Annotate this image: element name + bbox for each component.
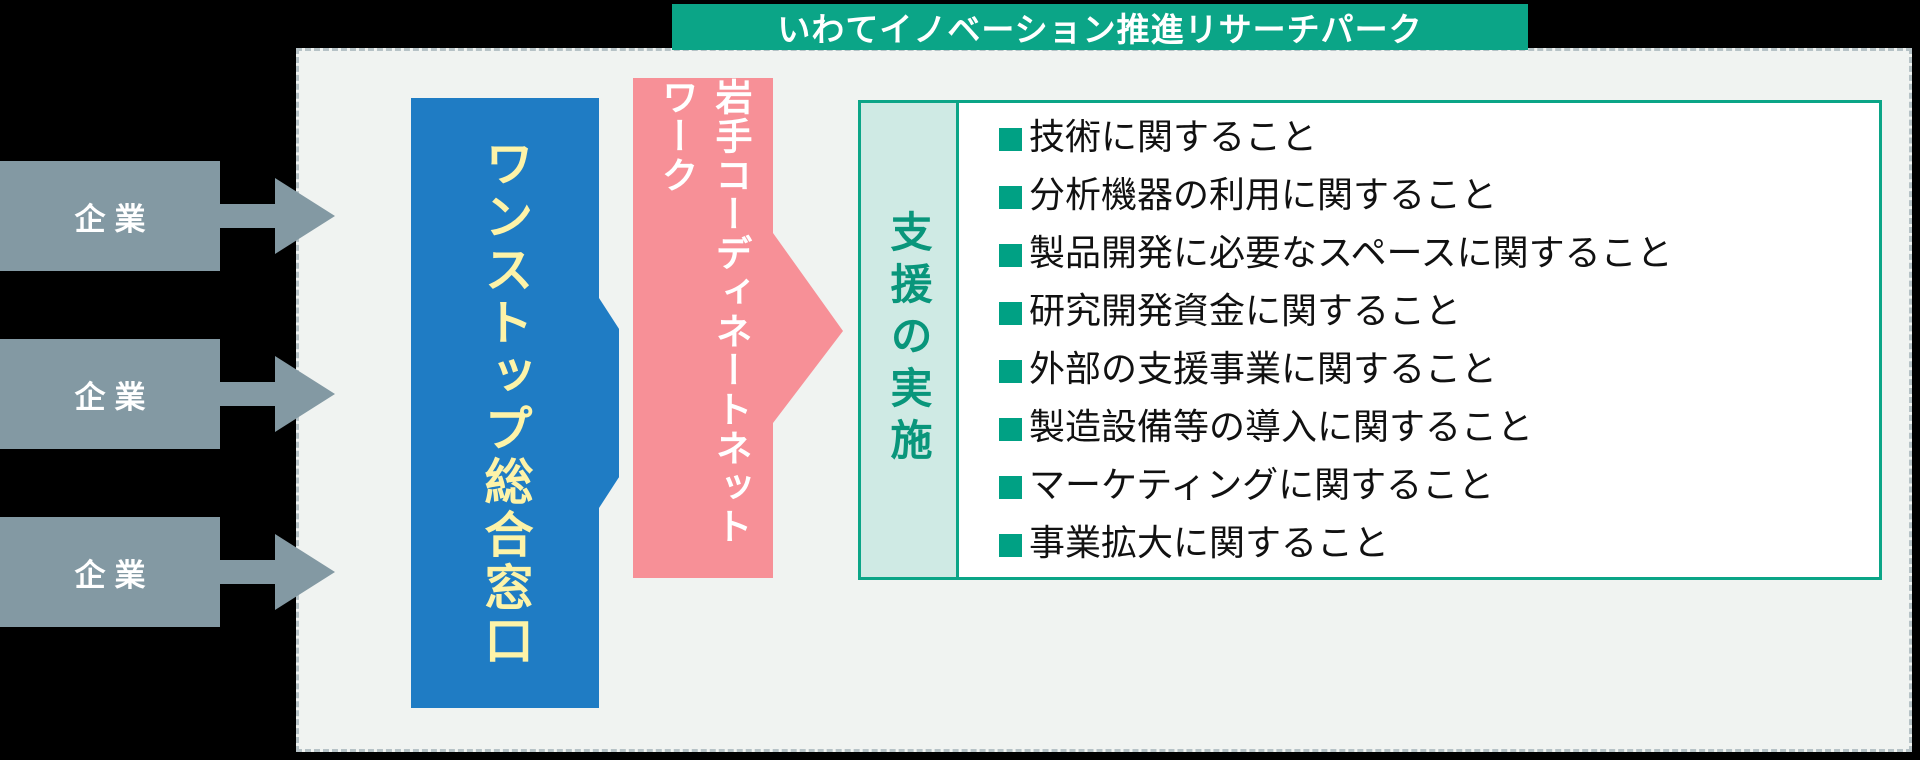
support-item: 外部の支援事業に関すること	[999, 351, 1879, 387]
company-label-1: 企業	[74, 201, 155, 237]
support-item: マーケティングに関すること	[999, 467, 1879, 503]
support-item-label: 分析機器の利用に関すること	[1029, 174, 1498, 215]
company-label-3: 企業	[74, 557, 155, 593]
arrow-right-icon-1	[180, 176, 335, 256]
arrow-right-icon-3	[180, 532, 335, 612]
coordinate-network-block: 岩手コーディネートネットワーク	[633, 78, 843, 578]
square-bullet-icon	[999, 534, 1022, 557]
network-chevron-shape	[633, 78, 843, 578]
support-item-label: 技術に関すること	[1029, 116, 1318, 157]
square-bullet-icon	[999, 476, 1022, 499]
support-item-label: 製品開発に必要なスペースに関すること	[1029, 232, 1673, 273]
support-items-list: 技術に関すること 分析機器の利用に関すること 製品開発に必要なスペースに関するこ…	[959, 103, 1879, 577]
support-item-label: 外部の支援事業に関すること	[1029, 348, 1498, 389]
diagram-title-banner: いわてイノベーション推進リサーチパーク	[672, 4, 1528, 50]
support-item-label: 事業拡大に関すること	[1029, 522, 1390, 563]
support-item: 研究開発資金に関すること	[999, 293, 1879, 329]
support-panel: 支援の実施 技術に関すること 分析機器の利用に関すること 製品開発に必要なスペー…	[858, 100, 1882, 580]
support-item: 製造設備等の導入に関すること	[999, 409, 1879, 445]
company-label-2: 企業	[74, 379, 155, 415]
square-bullet-icon	[999, 244, 1022, 267]
support-item: 技術に関すること	[999, 119, 1879, 155]
support-item-label: 研究開発資金に関すること	[1029, 290, 1462, 331]
square-bullet-icon	[999, 360, 1022, 383]
support-item: 事業拡大に関すること	[999, 525, 1879, 561]
diagram-title-text: いわてイノベーション推進リサーチパーク	[777, 11, 1423, 48]
square-bullet-icon	[999, 128, 1022, 151]
arrow-right-icon-2	[180, 354, 335, 434]
support-item-label: マーケティングに関すること	[1029, 464, 1495, 505]
support-item: 分析機器の利用に関すること	[999, 177, 1879, 213]
one-stop-chevron-shape	[411, 98, 619, 708]
support-column-label: 支援の実施	[861, 103, 959, 577]
one-stop-window-block: ワンストップ総合窓口	[411, 98, 619, 708]
support-item-label: 製造設備等の導入に関すること	[1029, 406, 1534, 447]
square-bullet-icon	[999, 418, 1022, 441]
square-bullet-icon	[999, 186, 1022, 209]
support-item: 製品開発に必要なスペースに関すること	[999, 235, 1879, 271]
square-bullet-icon	[999, 302, 1022, 325]
